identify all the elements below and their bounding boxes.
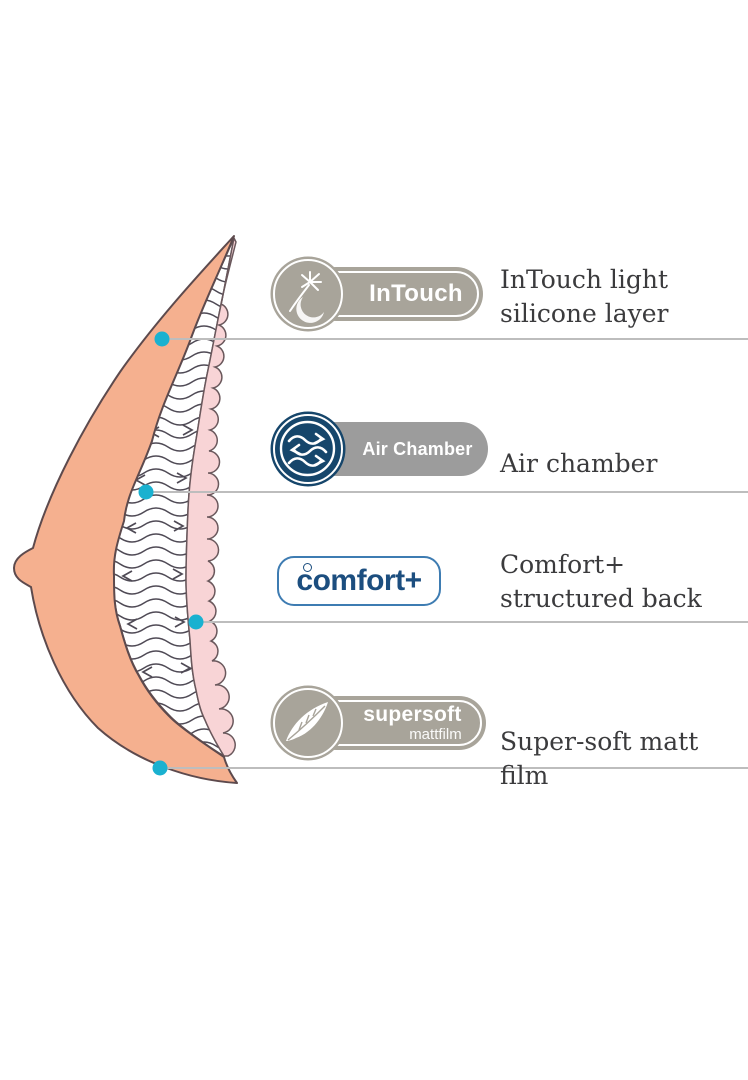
label-comfort-back: Comfort+ structured back — [500, 550, 702, 613]
label-air-chamber: Air chamber — [500, 449, 658, 478]
layer-dot — [188, 614, 204, 630]
layer-dot — [154, 331, 170, 347]
comfort-badge-label: comfort+ — [296, 564, 422, 597]
leader-lines — [146, 338, 748, 769]
air-chamber-badge: Air Chamber — [273, 414, 488, 486]
label-intouch-layer: InTouch light silicone layer — [500, 265, 669, 328]
silicone-layer — [13, 235, 238, 784]
air-chamber-badge-label: Air Chamber — [362, 438, 473, 459]
layer-dot — [138, 484, 154, 500]
intouch-badge-label: InTouch — [369, 280, 463, 307]
intouch-badge: InTouch — [273, 259, 483, 331]
label-supersoft-film: Super-soft matt film — [500, 727, 699, 790]
comfort-badge: comfort+ — [277, 556, 441, 606]
supersoft-badge: supersoft mattfilm — [273, 688, 486, 760]
feather-icon — [273, 688, 343, 758]
dandelion-icon — [273, 259, 343, 329]
supersoft-badge-label: supersoft — [363, 703, 462, 726]
mattfilm-badge-sublabel: mattfilm — [409, 726, 462, 743]
layer-dots — [138, 331, 204, 776]
degree-ring-icon — [303, 563, 312, 572]
layer-dot — [152, 760, 168, 776]
air-flow-waves-icon — [273, 414, 343, 484]
